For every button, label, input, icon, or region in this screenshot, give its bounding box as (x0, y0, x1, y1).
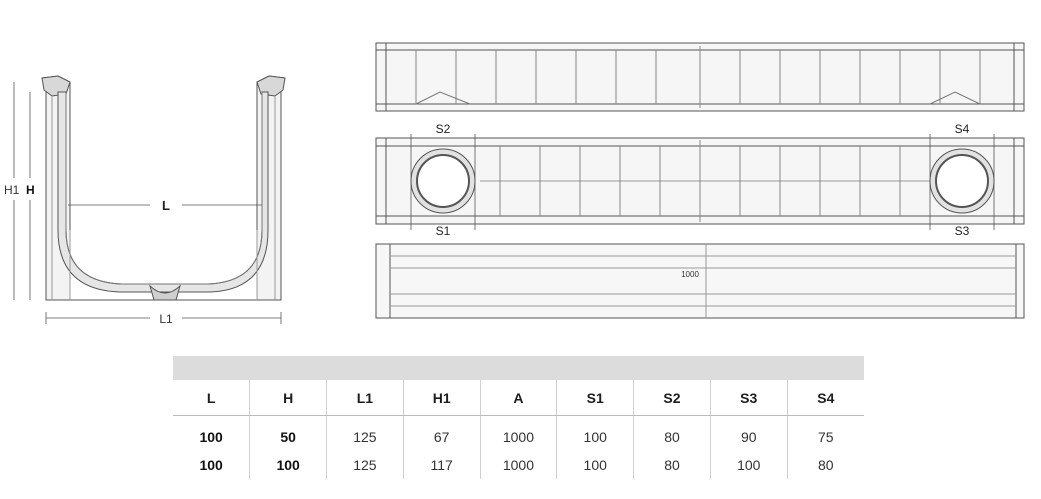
table-cell: 125 (326, 415, 404, 451)
table-cell: 100 (199, 429, 223, 445)
label-s3: S3 (955, 224, 970, 238)
table-header-bar (173, 356, 864, 380)
dimensions-table: L H L1 H1 A S1 S2 S3 S4 100 50 125 67 10… (173, 380, 864, 479)
column-header: H1 (402, 380, 481, 416)
label-s1: S1 (436, 224, 451, 238)
column-header: L (173, 380, 250, 416)
label-length: 1000 (681, 270, 699, 279)
table-cell: 100 (556, 451, 634, 479)
column-header: S4 (786, 380, 864, 416)
table-cell: 1000 (479, 451, 557, 479)
column-header: H (249, 380, 327, 416)
table-row: 100 50 125 67 1000 100 80 90 75 (173, 415, 864, 451)
table-cell: 100 (199, 457, 223, 473)
label-s2: S2 (436, 122, 451, 136)
table-cell: 100 (556, 415, 634, 451)
label-h1: H1 (4, 183, 20, 197)
dimension-h (13, 82, 31, 300)
table-cell: 75 (786, 415, 864, 451)
label-l: L (162, 198, 170, 213)
table-header-row: L H L1 H1 A S1 S2 S3 S4 (173, 380, 864, 416)
bottom-view-drawing (375, 243, 1025, 319)
column-header: S1 (556, 380, 634, 416)
table-cell: 80 (786, 451, 864, 479)
table-cell: 100 (249, 451, 327, 479)
side-view-drawing (375, 42, 1025, 112)
table-cell: 80 (633, 451, 711, 479)
table-cell: 100 (709, 451, 788, 479)
column-header: S3 (709, 380, 788, 416)
label-l1: L1 (159, 312, 173, 326)
column-header: A (479, 380, 557, 416)
table-row: 100 100 125 117 1000 100 80 100 80 (173, 451, 864, 479)
plan-view-drawing (375, 134, 1025, 230)
table-cell: 1000 (479, 415, 557, 451)
table-cell: 67 (402, 415, 481, 451)
technical-drawing: L L1 H1 H (4, 42, 1025, 326)
cross-section-drawing (41, 75, 286, 301)
dimension-l1 (45, 312, 282, 324)
label-s4: S4 (955, 122, 970, 136)
table-cell: 117 (402, 451, 481, 479)
table-cell: 90 (709, 415, 788, 451)
column-header: S2 (633, 380, 711, 416)
table-cell: 80 (633, 415, 711, 451)
label-h: H (26, 183, 35, 197)
table-cell: 125 (326, 451, 404, 479)
table-cell: 50 (249, 415, 327, 451)
column-header: L1 (326, 380, 404, 416)
